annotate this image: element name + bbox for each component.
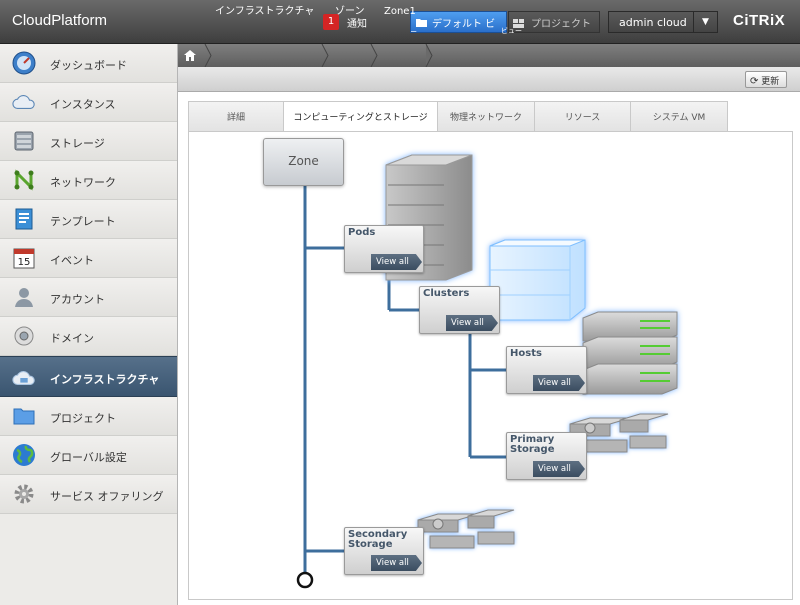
project-view-button[interactable]: プロジェクト ビュー <box>501 11 600 35</box>
domain-icon <box>12 325 36 347</box>
dashboard-icon <box>12 51 36 75</box>
tab-compute-storage[interactable]: コンピューティングとストレージ <box>283 101 438 132</box>
primary-storage-illustration <box>569 413 669 453</box>
top-bar: CloudPlatform 1 通知 デフォルト ビ ュー プロジェクト ビュー… <box>0 0 800 44</box>
tree-end-circle <box>296 571 314 589</box>
folder-icon <box>12 405 36 427</box>
clusters-label: Clusters <box>423 288 470 299</box>
calendar-icon: 15 <box>12 247 36 269</box>
breadcrumb-item[interactable]: インフラストラクチャ <box>215 6 315 17</box>
home-icon[interactable] <box>180 44 200 67</box>
sidebar-item-label: インスタンス <box>50 98 116 111</box>
primary-storage-label-1: Primary <box>510 434 555 445</box>
sidebar-item-label: ダッシュボード <box>50 59 127 72</box>
secondary-storage-illustration <box>417 509 515 549</box>
primary-storage-label-2: Storage <box>510 444 555 455</box>
hosts-view-all-button[interactable]: View all <box>533 375 585 391</box>
refresh-button[interactable]: ⟳ 更新 <box>745 71 787 88</box>
sidebar-item-infrastructure[interactable]: インフラストラクチャ <box>0 356 177 397</box>
sidebar-item-label: グローバル設定 <box>50 451 127 464</box>
default-view-button[interactable]: デフォルト ビ ュー <box>410 11 507 33</box>
notification-count-badge[interactable]: 1 <box>323 14 339 30</box>
sidebar-item-label: インフラストラクチャ <box>50 373 160 386</box>
sidebar-item-templates[interactable]: テンプレート <box>0 200 177 239</box>
pods-view-all-button[interactable]: View all <box>371 254 422 270</box>
sidebar: ダッシュボード インスタンス ストレージ ネットワーク テンプレート 15 イベ… <box>0 44 178 605</box>
sidebar-item-events[interactable]: 15 イベント <box>0 239 177 278</box>
project-view-label: プロジェクト <box>531 19 591 30</box>
sidebar-item-domains[interactable]: ドメイン <box>0 317 177 356</box>
hosts-node: Hosts View all <box>506 346 587 394</box>
refresh-icon: ⟳ <box>750 76 759 87</box>
sidebar-item-instances[interactable]: インスタンス <box>0 83 177 122</box>
sidebar-item-label: ネットワーク <box>50 176 116 189</box>
tab-physical-network[interactable]: 物理ネットワーク <box>437 101 535 132</box>
account-icon <box>12 286 36 308</box>
clusters-node: Clusters View all <box>419 286 500 334</box>
zone-node: Zone <box>263 138 344 186</box>
storage-icon <box>12 130 36 152</box>
app-title: CloudPlatform <box>12 12 108 29</box>
hosts-label: Hosts <box>510 348 542 359</box>
breadcrumb-separators <box>204 44 433 67</box>
gear-icon <box>12 483 36 505</box>
project-view-label-overflow: ビュー <box>501 27 522 35</box>
breadcrumb-item[interactable]: ゾーン <box>335 6 365 17</box>
secondary-storage-label-2: Storage <box>348 539 393 550</box>
host-servers-illustration <box>582 311 678 395</box>
sidebar-item-service-offerings[interactable]: サービス オファリング <box>0 475 177 514</box>
tree-lines <box>303 186 507 574</box>
primary-storage-node: Primary Storage View all <box>506 432 587 480</box>
notifications-link[interactable]: 通知 <box>347 19 367 30</box>
citrix-logo: CiTRiX <box>733 12 786 29</box>
user-menu[interactable]: admin cloud ▼ <box>608 11 718 33</box>
sidebar-item-dashboard[interactable]: ダッシュボード <box>0 44 177 83</box>
cluster-cube-illustration <box>489 239 586 321</box>
network-icon <box>12 169 36 191</box>
breadcrumb <box>178 44 800 67</box>
sidebar-item-label: サービス オファリング <box>50 490 164 503</box>
sidebar-item-global-settings[interactable]: グローバル設定 <box>0 436 177 475</box>
chevron-down-icon[interactable]: ▼ <box>693 12 717 32</box>
breadcrumb-item-current: Zone1 <box>384 6 416 17</box>
sidebar-item-label: アカウント <box>50 293 105 306</box>
view-switcher: デフォルト ビ ュー プロジェクト ビュー <box>410 11 600 35</box>
secondary-storage-node: Secondary Storage View all <box>344 527 424 575</box>
sidebar-item-projects[interactable]: プロジェクト <box>0 397 177 436</box>
sidebar-item-label: ストレージ <box>50 137 105 150</box>
pods-label: Pods <box>348 227 376 238</box>
tab-details[interactable]: 詳細 <box>188 101 284 132</box>
sidebar-item-network[interactable]: ネットワーク <box>0 161 177 200</box>
secondary-storage-label-1: Secondary <box>348 529 408 540</box>
tab-bar: 詳細 コンピューティングとストレージ 物理ネットワーク リソース システム VM <box>188 101 728 132</box>
infrastructure-icon <box>12 367 36 389</box>
default-view-label: デフォルト ビ <box>432 19 496 30</box>
project-icon <box>513 19 524 28</box>
sidebar-item-label: テンプレート <box>50 215 116 228</box>
default-view-label-overflow: ュー <box>410 28 417 33</box>
sidebar-item-storage[interactable]: ストレージ <box>0 122 177 161</box>
sidebar-item-label: プロジェクト <box>50 412 116 425</box>
refresh-label: 更新 <box>761 77 780 87</box>
clusters-view-all-button[interactable]: View all <box>446 315 498 331</box>
cloud-icon <box>12 91 36 113</box>
globe-icon <box>12 444 36 466</box>
calendar-day: 15 <box>18 257 31 268</box>
pods-node: Pods View all <box>344 225 424 273</box>
template-icon <box>12 208 36 230</box>
user-name: admin cloud <box>619 16 687 29</box>
primary-storage-view-all-button[interactable]: View all <box>533 461 585 477</box>
secondary-storage-view-all-button[interactable]: View all <box>371 555 422 571</box>
sidebar-item-accounts[interactable]: アカウント <box>0 278 177 317</box>
folder-open-icon <box>416 19 427 27</box>
sidebar-item-label: ドメイン <box>50 332 94 345</box>
toolbar <box>178 67 800 92</box>
sidebar-item-label: イベント <box>50 254 94 267</box>
